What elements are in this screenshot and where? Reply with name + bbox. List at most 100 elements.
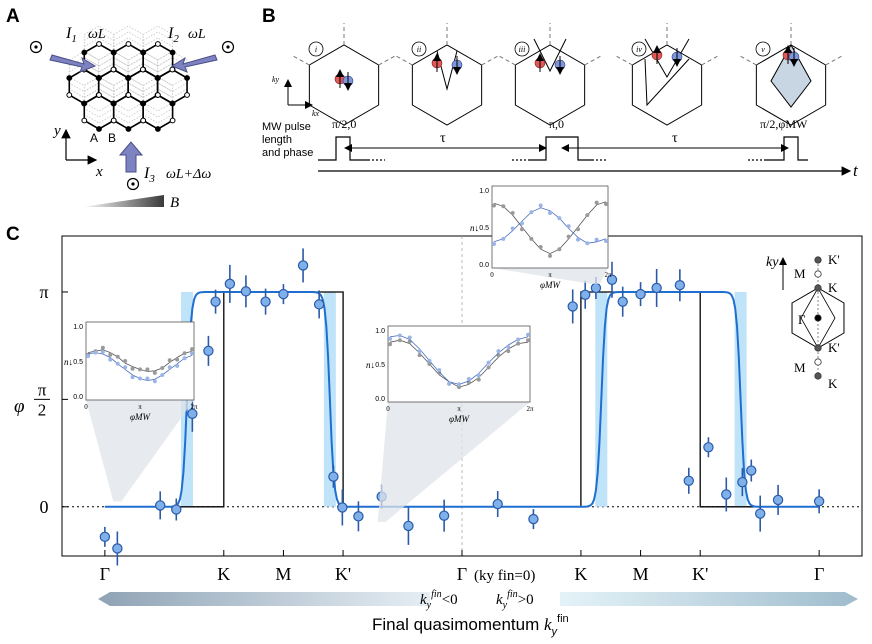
inset-point-gray	[520, 227, 524, 232]
data-point	[260, 296, 271, 307]
direction-negative-label: kyfin<0	[420, 589, 458, 611]
inset-point-blue	[516, 337, 521, 342]
inset-point-gray	[557, 247, 562, 252]
enclosed-area	[770, 43, 812, 108]
inset-point-blue	[510, 226, 515, 231]
inset-point-gray	[585, 213, 590, 218]
pulse-caption-3: and phase	[262, 147, 313, 159]
step-number-icon	[755, 41, 771, 57]
y-tick-label: π	[38, 380, 47, 399]
step-number-label: i	[315, 45, 317, 54]
bz-label-kp-top: K'	[828, 252, 840, 267]
inset-point-blue	[566, 224, 571, 229]
x-tick-label: M	[633, 564, 649, 584]
lattice-site	[140, 117, 147, 124]
bz-high-symmetry-point	[814, 270, 822, 278]
inset-point-gray	[115, 354, 120, 359]
inset-x-tick: 2π	[604, 271, 612, 279]
inset-point-gray	[506, 349, 511, 354]
inset-point-blue	[152, 379, 157, 384]
data-point	[240, 286, 252, 297]
inset-y-tick: 1.0	[479, 188, 489, 195]
x-tick-label: Γ	[457, 564, 467, 584]
inset-point-gray	[476, 377, 481, 382]
inset-point-gray	[130, 366, 135, 371]
data-point	[617, 296, 628, 307]
inset-x-label: φMW	[449, 414, 470, 424]
pulse-3	[764, 136, 808, 161]
bz-dashed-line	[291, 54, 310, 66]
beam-2-arrow	[170, 54, 218, 73]
inset-point-gray	[576, 227, 580, 232]
inset-point-gray	[108, 352, 113, 357]
inset-point-blue	[108, 357, 113, 362]
inset-wedge	[86, 400, 194, 502]
data-point	[99, 531, 111, 543]
lattice-site	[154, 126, 161, 132]
inset-y-label: n↓	[470, 223, 479, 233]
bz-dashed-line	[825, 54, 844, 66]
inset-y-label: n↓	[64, 357, 73, 367]
inset-point-blue	[447, 381, 452, 386]
lattice-shadow-hex	[98, 51, 129, 86]
bz-dashed-line	[497, 54, 516, 66]
inset-point-blue	[506, 345, 511, 349]
inset-point-blue	[115, 361, 120, 366]
x-tick-label: K	[217, 564, 230, 584]
ky-mini-label: ky	[272, 75, 280, 84]
data-point	[328, 471, 339, 482]
lattice-site	[66, 75, 73, 81]
bz-high-symmetry-point	[814, 358, 822, 366]
data-point	[353, 511, 364, 522]
step-number-label: iv	[636, 45, 642, 54]
gradient-label: B	[170, 195, 179, 211]
lattice-shadow-hex	[142, 25, 174, 61]
inset-point-blue	[145, 376, 150, 381]
inset-point-blue	[130, 375, 135, 380]
inset-point-blue	[604, 239, 608, 244]
panel-label-c: C	[6, 224, 20, 245]
data-point	[606, 274, 618, 285]
arrow-positive-k	[560, 592, 858, 606]
inset-point-gray	[182, 351, 187, 356]
data-point	[772, 494, 784, 506]
inset-point-blue	[492, 242, 496, 247]
data-point	[278, 288, 289, 300]
inset-point-gray	[145, 367, 150, 372]
inset-point-blue	[594, 237, 599, 242]
y-tick-label: 0	[40, 497, 49, 517]
step-number-icon	[514, 41, 530, 57]
inset-point-blue	[548, 210, 552, 215]
momentum-path	[644, 58, 690, 107]
y-axis-title: φ	[14, 396, 25, 417]
bz-label-m-top: M	[794, 266, 806, 281]
inset-x-tick: π	[457, 405, 461, 413]
inset-x-label: φMW	[540, 280, 561, 290]
inset-point-blue	[182, 356, 187, 361]
inset-y-tick: 1.0	[375, 328, 385, 335]
momentum-path	[644, 38, 690, 78]
data-point	[755, 508, 766, 519]
bz-high-symmetry-point	[814, 372, 822, 380]
pulse-caption-1: MW pulse	[262, 121, 311, 133]
lattice-site	[110, 100, 117, 107]
lattice-hex	[112, 94, 144, 130]
data-point	[224, 278, 236, 290]
polarization-dot-icon	[226, 45, 230, 49]
step-number-icon	[631, 41, 647, 57]
inset-point-gray	[175, 357, 180, 362]
data-point	[703, 442, 714, 453]
bz-hexagon	[308, 44, 380, 126]
inset-point-blue	[496, 349, 501, 354]
data-point	[171, 504, 182, 515]
inset-y-tick: 0.5	[479, 225, 489, 232]
data-point	[651, 282, 662, 294]
x-tick-label: K'	[692, 564, 708, 584]
inset-point-gray	[594, 200, 599, 205]
lattice-site	[154, 92, 161, 98]
inset-point-blue	[437, 368, 442, 373]
